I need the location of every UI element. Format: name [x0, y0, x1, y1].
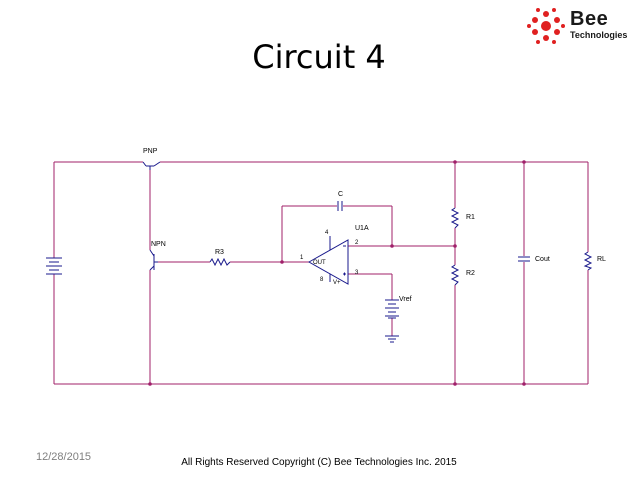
ground-symbol [385, 335, 399, 343]
label-c: C [338, 191, 343, 198]
label-pin4: 4 [325, 230, 329, 236]
resistor-r2 [450, 264, 460, 286]
label-r3: R3 [215, 249, 224, 256]
logo-subtitle: Technologies [570, 30, 628, 40]
label-pin3: 3 [355, 270, 359, 276]
label-out: OUT [313, 260, 326, 266]
wires [53, 161, 589, 385]
label-npn: NPN [151, 241, 166, 248]
label-pin2: 2 [355, 240, 359, 246]
pnp-transistor [142, 161, 161, 170]
copyright-notice: All Rights Reserved Copyright (C) Bee Te… [181, 457, 457, 468]
battery-source [46, 257, 62, 275]
label-u1a: U1A [355, 225, 369, 232]
label-pnp: PNP [143, 148, 158, 155]
capacitor-c [337, 201, 343, 211]
op-amp-u1a [307, 236, 349, 285]
label-pin8: 8 [320, 277, 324, 283]
resistor-r1 [450, 207, 460, 229]
label-r2: R2 [466, 270, 475, 277]
label-vref: Vref [399, 296, 412, 303]
resistor-rl [583, 251, 593, 271]
bee-logo-icon [527, 8, 565, 44]
slide-title: Circuit 4 [252, 38, 386, 76]
label-r1: R1 [466, 214, 475, 221]
capacitor-cout [518, 256, 530, 262]
resistor-r3 [209, 257, 231, 267]
logo-name: Bee [570, 8, 609, 30]
junction-dots [148, 160, 526, 386]
npn-transistor [149, 249, 158, 271]
company-logo: Bee Technologies [524, 6, 634, 46]
label-rl: RL [597, 256, 606, 263]
voltage-source-vref [385, 299, 399, 319]
label-pin1: 1 [300, 255, 304, 261]
label-vplus: V+ [333, 280, 341, 286]
slide-date: 12/28/2015 [36, 451, 92, 463]
label-cout: Cout [535, 256, 550, 263]
